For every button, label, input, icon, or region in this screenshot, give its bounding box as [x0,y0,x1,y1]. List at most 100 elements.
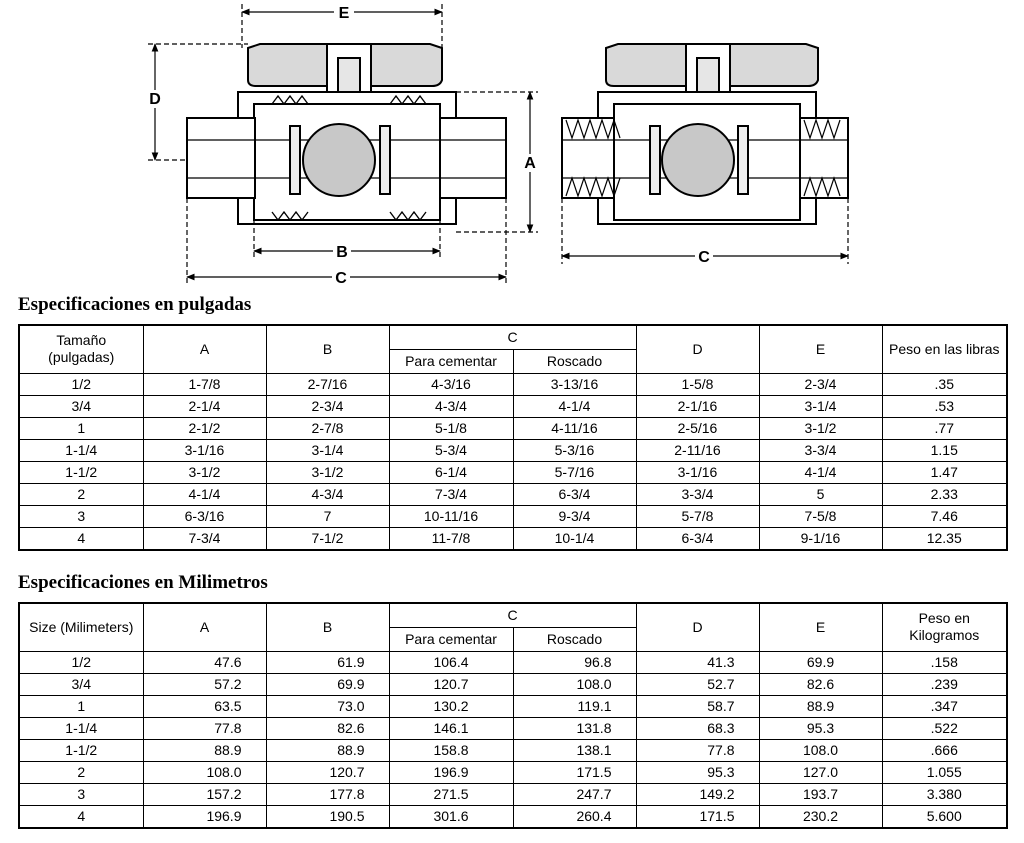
table-cell: 10-11/16 [388,504,514,528]
table-cell: 247.7 [512,782,637,806]
table-cell: 1-1/2 [18,460,144,484]
table-cell: 10-1/4 [512,526,637,550]
table-cell: 3/4 [18,672,144,696]
table-cell: 2-11/16 [635,438,760,462]
table-cell: 177.8 [265,782,390,806]
table-cell: 3-13/16 [512,372,637,396]
table-cell: .666 [881,738,1008,762]
table-cell: 12.35 [881,526,1008,550]
table-cell: 7.46 [881,504,1008,528]
table-cell: 3-1/2 [758,416,883,440]
col-header-size: Size (Milimeters) [18,602,144,652]
table-cell: 6-3/4 [635,526,760,550]
table-cell: 4-3/4 [265,482,390,506]
table-cell: 146.1 [388,716,514,740]
table-cell: 7 [265,504,390,528]
table-cell: 1 [18,694,144,718]
table-cell: 2-1/4 [142,394,267,418]
table-cell: 2-5/16 [635,416,760,440]
inch-section-title: Especificaciones en pulgadas [18,294,252,315]
table-cell: 193.7 [758,782,883,806]
table-cell: 5 [758,482,883,506]
dim-label-d: D [149,91,161,108]
table-cell: 1-1/4 [18,438,144,462]
table-cell: 77.8 [635,738,760,762]
table-cell: 260.4 [512,804,637,828]
table-cell: 3.380 [881,782,1008,806]
table-cell: 4-11/16 [512,416,637,440]
table-cell: 3 [18,504,144,528]
table-cell: 57.2 [142,672,267,696]
table-cell: 106.4 [388,650,514,674]
table-cell: 4-1/4 [512,394,637,418]
col-header-b: B [265,602,390,652]
dim-label-c: C [335,270,347,287]
table-cell: 41.3 [635,650,760,674]
table-cell: 120.7 [388,672,514,696]
valve-drawings: E D A B C C [146,3,849,287]
mm-spec-table: Size (Milimeters) A B C D E Peso en Kilo… [18,602,1008,829]
table-cell: .35 [881,372,1008,396]
col-header-size: Tamaño (pulgadas) [18,324,144,374]
table-cell: 88.9 [265,738,390,762]
table-cell: 3 [18,782,144,806]
col-header-c: C [388,324,637,350]
col-header-a: A [142,602,267,652]
dim-label-b: B [336,244,348,261]
table-cell: 5-1/8 [388,416,514,440]
col-header-c: C [388,602,637,628]
table-cell: 7-1/2 [265,526,390,550]
col-header-b: B [265,324,390,374]
table-cell: .158 [881,650,1008,674]
table-cell: 52.7 [635,672,760,696]
col-header-a: A [142,324,267,374]
table-cell: 108.0 [142,760,267,784]
table-cell: 131.8 [512,716,637,740]
table-cell: 1.15 [881,438,1008,462]
table-cell: 2-7/8 [265,416,390,440]
table-cell: 158.8 [388,738,514,762]
table-cell: 6-1/4 [388,460,514,484]
table-cell: 7-3/4 [388,482,514,506]
table-cell: 4 [18,526,144,550]
table-cell: 3-1/16 [635,460,760,484]
table-cell: 4-3/16 [388,372,514,396]
table-cell: 11-7/8 [388,526,514,550]
col-header-weight: Peso en Kilogramos [881,602,1008,652]
table-cell: 77.8 [142,716,267,740]
table-cell: 190.5 [265,804,390,828]
table-cell: 230.2 [758,804,883,828]
table-cell: 88.9 [758,694,883,718]
table-cell: 1-1/2 [18,738,144,762]
table-cell: 5.600 [881,804,1008,828]
table-cell: 196.9 [142,804,267,828]
table-cell: 1-1/4 [18,716,144,740]
table-cell: 5-7/16 [512,460,637,484]
table-cell: 9-3/4 [512,504,637,528]
table-cell: 196.9 [388,760,514,784]
table-cell: 4-3/4 [388,394,514,418]
table-cell: 3-1/16 [142,438,267,462]
col-header-c-cement: Para cementar [388,348,514,374]
table-cell: 120.7 [265,760,390,784]
col-header-e: E [758,602,883,652]
table-cell: 69.9 [265,672,390,696]
table-cell: 4 [18,804,144,828]
table-cell: 68.3 [635,716,760,740]
table-cell: 119.1 [512,694,637,718]
inch-spec-table: Tamaño (pulgadas) A B C D E Peso en las … [18,324,1008,551]
table-cell: 1/2 [18,372,144,396]
